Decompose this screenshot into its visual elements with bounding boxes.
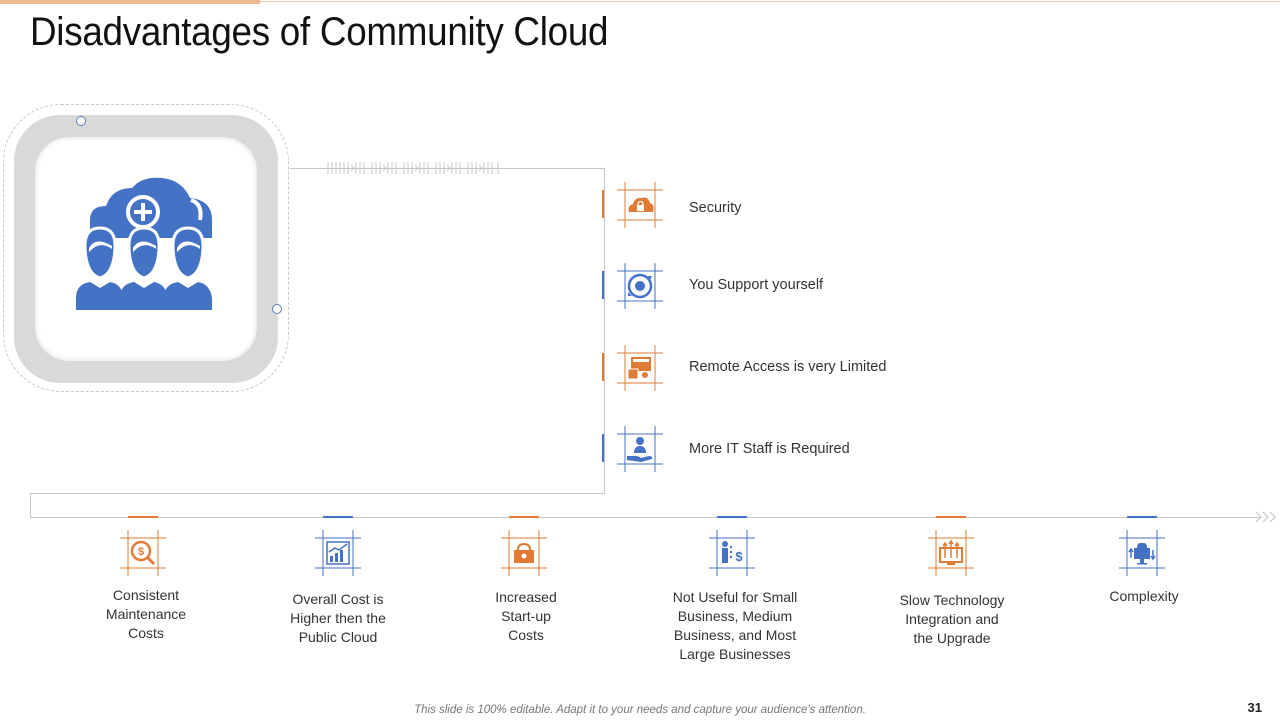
- list-item-label: More IT Staff is Required: [689, 441, 850, 457]
- connector-left-drop: [30, 493, 31, 518]
- page-number: 31: [1247, 700, 1262, 715]
- cost-search-icon: $: [120, 530, 166, 576]
- timeline-tick: [936, 516, 966, 518]
- community-cloud-users-icon: [76, 177, 212, 310]
- bottom-item-label: Not Useful for Small Business, Medium Bu…: [672, 589, 798, 662]
- timeline-tick: [1127, 516, 1157, 518]
- support-cycle-icon: [617, 263, 663, 309]
- monitor-transfer-icon: [1119, 530, 1165, 576]
- list-item-label: Remote Access is very Limited: [689, 359, 887, 375]
- list-marker: [602, 434, 604, 462]
- cloud-lock-icon: [617, 182, 663, 228]
- business-dollar-icon: $: [709, 530, 755, 576]
- remote-access-icon: [617, 345, 663, 391]
- connector-vertical: [604, 168, 605, 494]
- footer-note: This slide is 100% editable. Adapt it to…: [414, 704, 866, 716]
- hero-knob-top: [76, 116, 86, 126]
- bottom-item-label: Increased Start-up Costs: [495, 589, 557, 643]
- timeline-arrow-icon: [1255, 511, 1276, 523]
- timeline-tick: [717, 516, 747, 518]
- hero-knob-right: [272, 304, 282, 314]
- slide-title: Disadvantages of Community Cloud: [30, 10, 609, 54]
- top-rule: [260, 1, 1280, 2]
- bottom-item-label: Consistent Maintenance Costs: [105, 587, 187, 641]
- list-item-label: You Support yourself: [689, 277, 824, 293]
- top-accent-bar: [0, 0, 260, 4]
- list-marker: [602, 190, 604, 218]
- hero-outer-ring: [3, 104, 289, 392]
- list-marker: [602, 353, 604, 381]
- rising-chart-icon: [315, 530, 361, 576]
- timeline-tick: [128, 516, 158, 518]
- bottom-item-label: Complexity: [1109, 588, 1179, 604]
- list-marker: [602, 271, 604, 299]
- timeline-tick: [509, 516, 539, 518]
- bottom-item-label: Overall Cost is Higher then the Public C…: [290, 591, 386, 645]
- svg-text:$: $: [735, 549, 743, 564]
- connector-bottom: [30, 493, 605, 494]
- tech-upgrade-icon: [928, 530, 974, 576]
- timeline-axis: [30, 517, 1260, 518]
- svg-text:$: $: [138, 546, 144, 558]
- connector-top: [290, 168, 604, 169]
- staff-hand-icon: [617, 426, 663, 472]
- connector-arrow-pattern: [327, 162, 499, 174]
- startup-box-icon: [501, 530, 547, 576]
- timeline-tick: [323, 516, 353, 518]
- bottom-item-label: Slow Technology Integration and the Upgr…: [899, 592, 1005, 646]
- list-item-label: Security: [689, 200, 742, 216]
